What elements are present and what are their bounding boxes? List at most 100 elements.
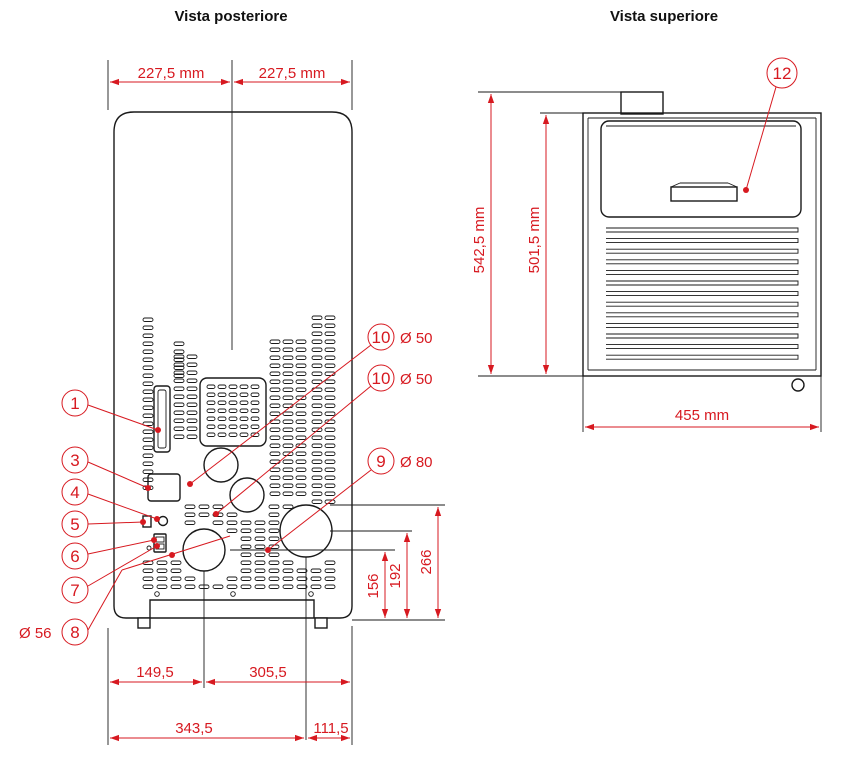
vent-slot: [269, 379, 281, 384]
vent-slot: [173, 370, 185, 375]
vent-slot: [228, 408, 238, 413]
vent-slot: [296, 584, 308, 589]
rear-view: 227,5 mm 227,5 mm 149,5 305,5 343,5 111,…: [19, 60, 445, 745]
vent-slot: [311, 347, 323, 352]
dim-top-height-inner: 501,5 mm: [526, 207, 543, 274]
vent-slot: [254, 536, 266, 541]
vent-slot: [186, 418, 198, 423]
vent-slot: [206, 392, 216, 397]
vent-slot: [142, 429, 154, 434]
vent-slot: [269, 443, 281, 448]
vent-slot: [250, 432, 260, 437]
vent-slot: [282, 584, 294, 589]
vent-slot: [228, 432, 238, 437]
vent-slot: [282, 568, 294, 573]
vent-slot: [295, 435, 307, 440]
vent-slot: [311, 467, 323, 472]
svg-text:7: 7: [70, 581, 79, 600]
vent-slot: [282, 419, 294, 424]
vent-slot: [217, 392, 227, 397]
vent-slot: [254, 560, 266, 565]
vent-slot: [282, 483, 294, 488]
vent-slot: [142, 349, 154, 354]
vent-slot: [156, 560, 168, 565]
top-grille-line: [606, 269, 799, 275]
vent-slot: [282, 467, 294, 472]
vent-slot: [142, 389, 154, 394]
vent-slot: [226, 512, 238, 517]
top-view: 12 542,5 mm 501,5 mm 455 mm: [471, 57, 822, 432]
vent-slot: [296, 568, 308, 573]
vent-slot: [324, 355, 336, 360]
vent-slot: [324, 443, 336, 448]
vent-slot: [186, 402, 198, 407]
vent-slot: [254, 520, 266, 525]
rear-body-outline: [113, 111, 353, 619]
vent-slot: [324, 475, 336, 480]
top-foot-knob: [791, 378, 805, 392]
vent-slot: [311, 371, 323, 376]
vent-slot: [324, 387, 336, 392]
vent-slot: [282, 347, 294, 352]
callout-1: 1: [61, 389, 161, 433]
vent-slot: [324, 371, 336, 376]
vent-slot: [250, 424, 260, 429]
vent-slot: [269, 355, 281, 360]
vent-slot: [228, 384, 238, 389]
vent-slot: [295, 395, 307, 400]
svg-text:Ø 50: Ø 50: [400, 371, 433, 388]
svg-text:4: 4: [70, 483, 79, 502]
vent-slot: [198, 504, 210, 509]
vent-slot: [295, 483, 307, 488]
vent-slot: [240, 552, 252, 557]
vent-slot: [295, 467, 307, 472]
vent-slot: [324, 576, 336, 581]
callout-5: 5: [61, 510, 146, 538]
vent-slot: [240, 560, 252, 565]
callout-9: 9 Ø 80: [265, 447, 433, 553]
vent-slot: [239, 384, 249, 389]
vent-slot: [217, 384, 227, 389]
vent-slot: [226, 528, 238, 533]
vent-slot: [324, 363, 336, 368]
vent-slot: [173, 373, 185, 378]
top-grille-line: [606, 238, 799, 244]
vent-slot: [184, 504, 196, 509]
top-grille-line: [606, 354, 799, 360]
vent-slot: [142, 365, 154, 370]
vent-slot: [324, 459, 336, 464]
vent-slot: [170, 584, 182, 589]
top-grille-line: [606, 344, 799, 350]
vent-slot: [184, 512, 196, 517]
vent-slot: [186, 410, 198, 415]
vent-slot: [250, 416, 260, 421]
top-body-outline: [582, 112, 822, 377]
vent-slot: [311, 411, 323, 416]
vent-slot: [240, 528, 252, 533]
top-grille-line: [606, 312, 799, 318]
rear-foot-left: [137, 617, 151, 629]
vent-slot: [295, 411, 307, 416]
vent-slot: [268, 560, 280, 565]
vent-slot: [142, 317, 154, 322]
top-lid-panel: [600, 120, 802, 218]
vent-slot: [311, 331, 323, 336]
svg-text:8: 8: [70, 623, 79, 642]
vent-slot: [269, 347, 281, 352]
vent-slot: [295, 379, 307, 384]
vent-slot: [311, 403, 323, 408]
vent-slot: [173, 434, 185, 439]
vent-slot: [269, 435, 281, 440]
vent-slot: [311, 459, 323, 464]
vent-slot: [324, 568, 336, 573]
vent-slot: [311, 395, 323, 400]
vent-slot: [295, 371, 307, 376]
vent-slot: [254, 576, 266, 581]
vent-slot: [142, 461, 154, 466]
vent-slot: [142, 397, 154, 402]
vent-slot: [268, 584, 280, 589]
vent-slot: [269, 419, 281, 424]
vent-slot: [269, 395, 281, 400]
vent-slot: [295, 339, 307, 344]
dim-v-156: 156: [365, 573, 382, 598]
